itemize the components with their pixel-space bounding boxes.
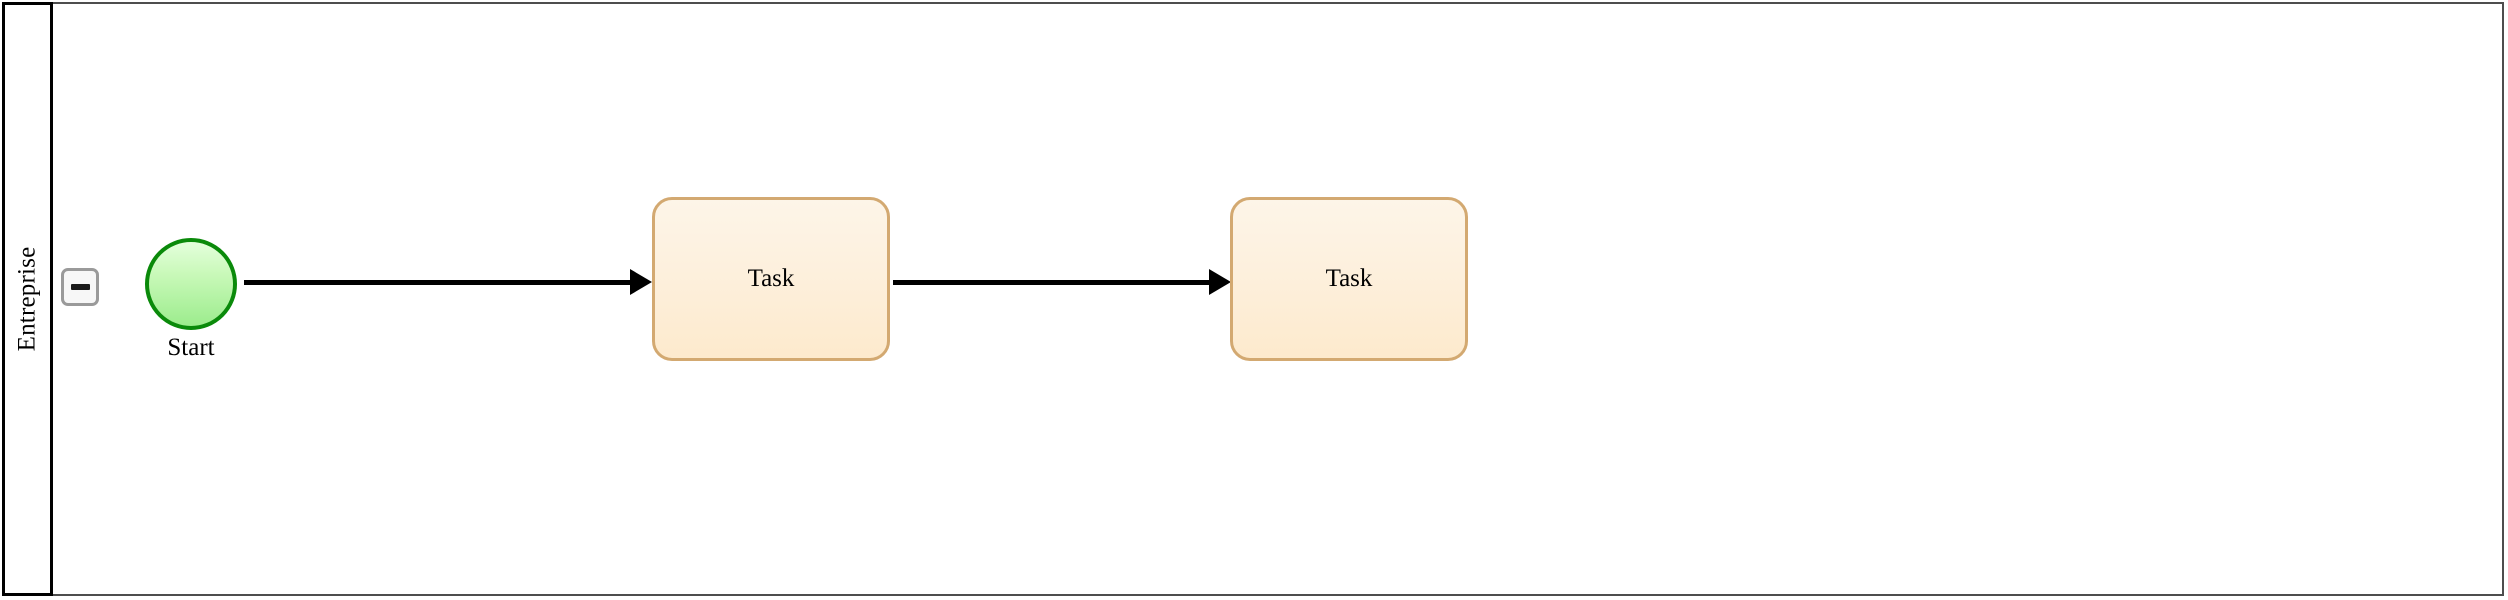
task-label: Task [747,265,795,292]
task-node-1[interactable]: Task [652,197,890,361]
lane-header-label: Entreprise [13,246,41,352]
sequence-flow-start-to-task1[interactable] [244,280,636,285]
minus-icon [70,284,90,290]
task-label: Task [1325,265,1373,292]
start-event-label: Start [167,334,215,361]
start-event-node[interactable] [145,238,237,330]
lane-collapse-button[interactable] [61,268,99,306]
lane-header[interactable]: Entreprise [2,2,53,596]
task-node-2[interactable]: Task [1230,197,1468,361]
arrowhead-icon [630,269,652,295]
sequence-flow-task1-to-task2[interactable] [893,280,1215,285]
arrowhead-icon [1209,269,1231,295]
